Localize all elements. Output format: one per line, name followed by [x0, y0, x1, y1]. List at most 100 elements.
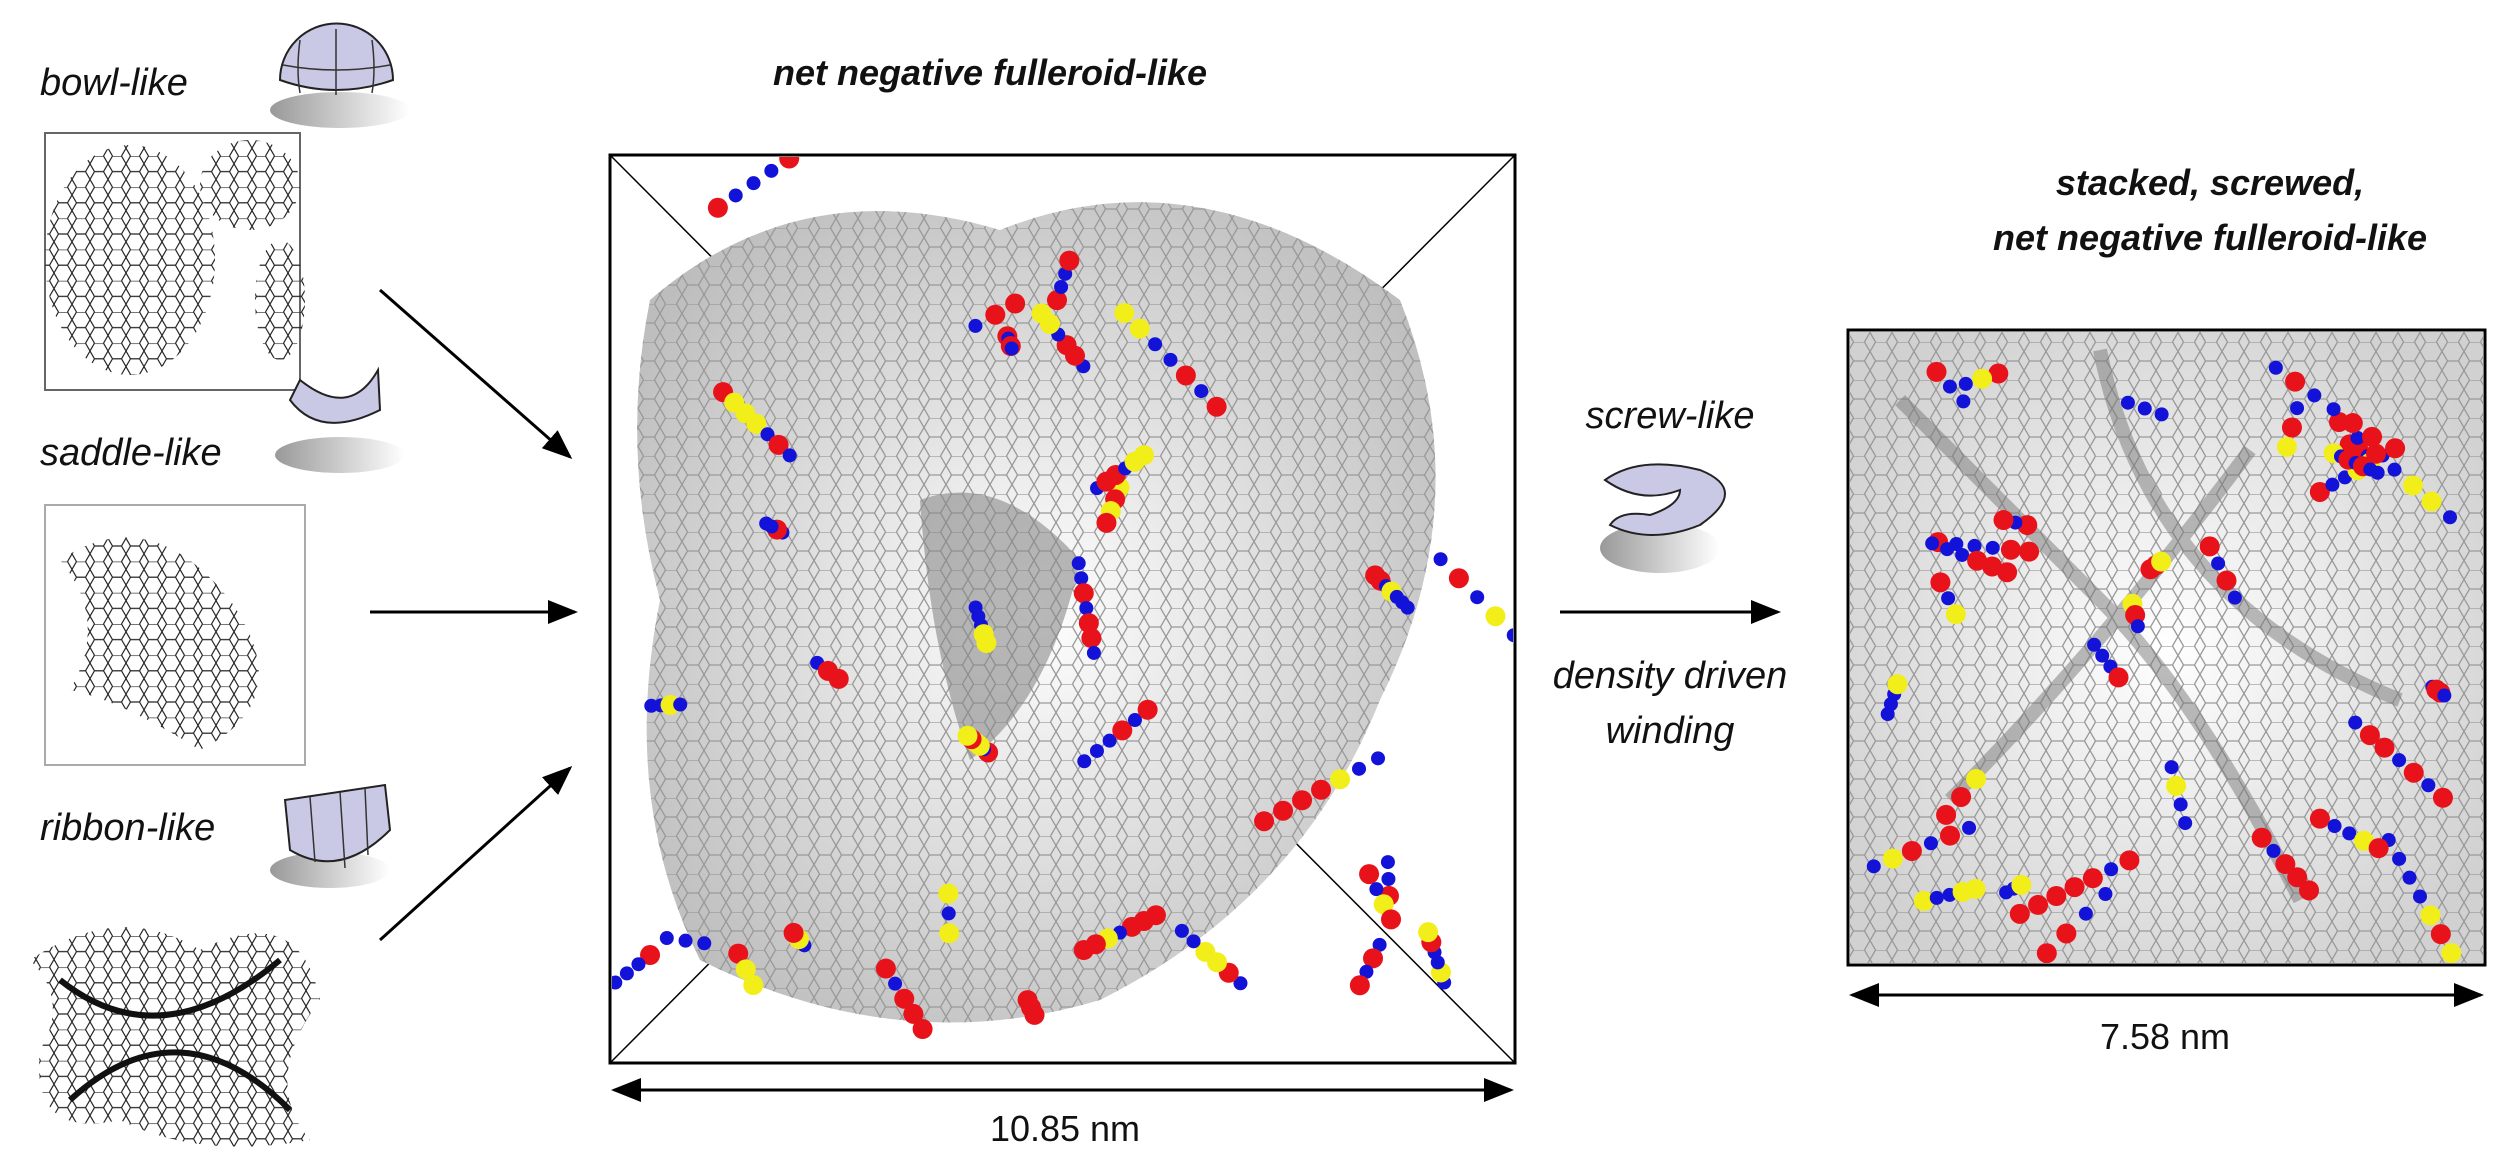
defect-ring	[746, 413, 767, 434]
center-dimension-label: 10.85 nm	[989, 1108, 1141, 1149]
defect-ring	[1371, 751, 1386, 766]
defect-ring	[1982, 556, 2003, 577]
defect-ring	[1470, 590, 1485, 605]
defect-ring	[673, 697, 688, 712]
defect-ring	[2299, 880, 2320, 901]
defect-ring	[760, 427, 775, 442]
defect-ring	[2137, 401, 2152, 416]
defect-ring	[938, 883, 959, 904]
defect-ring	[1965, 878, 1986, 899]
defect-ring	[2108, 667, 2129, 688]
defect-ring	[1074, 571, 1089, 586]
helicoid-icon	[1600, 463, 1726, 573]
defect-ring	[2392, 851, 2407, 866]
defect-ring	[759, 516, 774, 531]
defect-ring	[2251, 827, 2272, 848]
defect-ring	[2392, 753, 2407, 768]
defect-ring	[2119, 850, 2140, 871]
density-driven-label: density driven	[1552, 655, 1788, 697]
defect-ring	[2359, 725, 2380, 746]
defect-ring	[2309, 808, 2330, 829]
defect-ring	[2130, 619, 2145, 634]
defect-ring	[2342, 826, 2357, 841]
defect-ring	[2412, 889, 2427, 904]
defect-ring	[1967, 538, 1982, 553]
defect-ring	[2430, 924, 2451, 945]
defect-ring	[1349, 975, 1370, 996]
defect-ring	[1096, 512, 1117, 533]
defect-ring	[1081, 628, 1102, 649]
defect-ring	[631, 957, 646, 972]
defect-ring	[2287, 867, 2308, 888]
defect-ring	[2120, 395, 2135, 410]
defect-rings-right	[1866, 360, 2462, 963]
defect-ring	[2164, 760, 2179, 775]
defect-ring	[2268, 360, 2283, 375]
defect-ring	[1485, 606, 1506, 627]
defect-ring	[1901, 840, 1922, 861]
defect-ring	[2432, 787, 2453, 808]
defect-ring	[2366, 443, 2387, 464]
defect-ring	[2009, 903, 2030, 924]
defect-ring	[1966, 769, 1987, 790]
defect-ring	[2000, 539, 2021, 560]
defect-ring	[1930, 572, 1951, 593]
defect-ring	[1369, 882, 1384, 897]
defect-ring	[619, 966, 634, 981]
defect-ring	[2011, 874, 2032, 895]
winding-label: winding	[1605, 710, 1735, 752]
defect-ring	[659, 931, 674, 946]
bowl-like-label: bowl-like	[40, 62, 188, 104]
defect-ring	[1017, 990, 1038, 1011]
defect-ring	[1433, 552, 1448, 567]
ribbon-like-label: ribbon-like	[40, 807, 216, 849]
defect-ring	[783, 922, 804, 943]
defect-ring	[2227, 590, 2242, 605]
defect-ring	[2104, 862, 2119, 877]
defect-ring	[1031, 303, 1052, 324]
defect-ring	[2266, 843, 2281, 858]
defect-ring	[1359, 964, 1374, 979]
defect-ring	[2420, 905, 2441, 926]
defect-ring	[2087, 637, 2102, 652]
defect-ring	[1112, 720, 1133, 741]
center-title: net negative fulleroid-like	[772, 52, 1208, 93]
defect-ring	[1962, 820, 1977, 835]
defect-ring	[1956, 394, 1971, 409]
defect-ring	[1077, 754, 1092, 769]
defect-ring	[2036, 943, 2057, 963]
defect-ring	[2350, 430, 2365, 445]
defect-ring	[939, 923, 960, 944]
defect-ring	[746, 176, 761, 191]
defect-ring	[1054, 279, 1069, 294]
defect-ring	[912, 1019, 933, 1040]
defect-ring	[2403, 762, 2424, 783]
defect-ring	[1372, 937, 1387, 952]
defect-ring	[2078, 906, 2093, 921]
defect-ring	[1941, 591, 1956, 606]
defect-ring	[1086, 645, 1101, 660]
half-cylinder-icon	[270, 783, 392, 888]
defect-ring	[1163, 352, 1178, 367]
defect-ring	[1078, 613, 1099, 634]
defect-ring	[2211, 556, 2226, 571]
defect-ring	[1913, 890, 1934, 911]
defect-ring	[2281, 417, 2302, 438]
defect-ring	[2056, 923, 2077, 944]
defect-ring	[2309, 481, 2330, 502]
defect-ring	[797, 136, 817, 156]
defect-ring	[2028, 894, 2049, 915]
screw-like-label: screw-like	[1585, 395, 1755, 437]
defect-ring	[768, 434, 789, 455]
defect-ring	[1955, 547, 1970, 562]
defect-ring	[2276, 436, 2297, 457]
defect-ring	[2443, 510, 2458, 525]
defect-ring	[1330, 769, 1351, 790]
defect-ring	[2387, 462, 2402, 477]
saddle-like-label: saddle-like	[40, 432, 222, 474]
defect-ring	[1936, 804, 1957, 825]
defect-ring	[1958, 376, 1973, 391]
defect-ring	[1993, 510, 2014, 531]
saddle-icon	[275, 366, 405, 473]
defect-ring	[697, 936, 712, 951]
